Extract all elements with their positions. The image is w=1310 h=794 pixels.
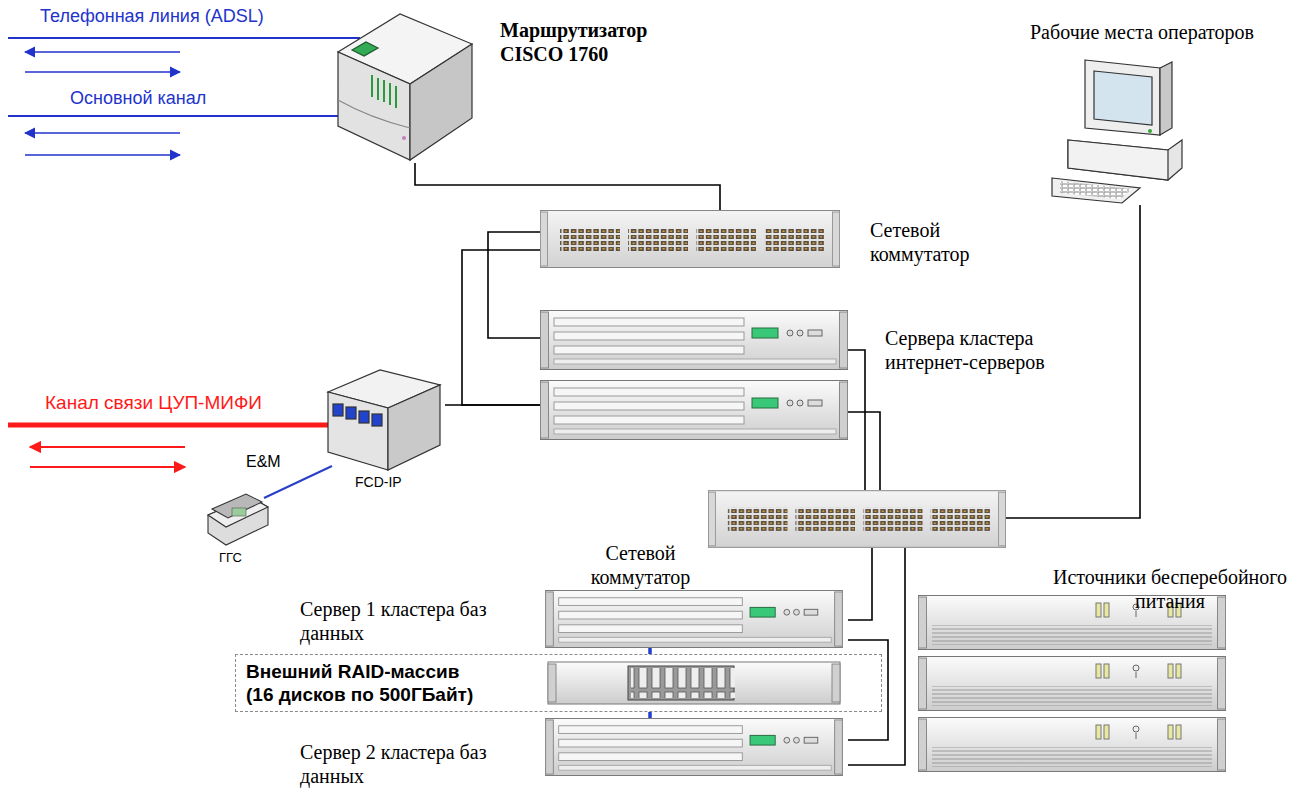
node-label: Сервер 2 кластера баз данных [300, 740, 510, 788]
node-label: Источники бесперебойного питания [1040, 565, 1300, 613]
node-label: Сервер 1 кластера баз данных [300, 597, 510, 645]
network-link [848, 412, 880, 490]
network-node: Маршрутизатор CISCO 1760 [335, 8, 475, 163]
raid-illustration [548, 662, 840, 704]
network-node: ГГС [205, 490, 268, 545]
node-label: Маршрутизатор CISCO 1760 [500, 18, 670, 66]
network-link [848, 548, 872, 620]
link-label: E&M [244, 452, 283, 471]
network-link [462, 250, 540, 405]
phone-illustration [208, 494, 268, 545]
network-node: Внешний RAID-массив (16 дисков по 500ГБа… [235, 654, 882, 712]
network-link [648, 712, 652, 718]
node-label: Сервера кластера интернет-серверов [885, 326, 1060, 374]
node-label: Сетевой коммутатор [578, 541, 703, 589]
ups-illustrations [919, 596, 1226, 772]
network-link [445, 404, 540, 406]
network-node: FCD-IP [320, 368, 445, 470]
network-link [848, 350, 865, 490]
network-link [415, 163, 720, 210]
workstation-illustration [1052, 60, 1182, 203]
node-label: Сетевой коммутатор [870, 218, 985, 266]
node-label: Внешний RAID-массив (16 дисков по 500ГБа… [246, 661, 482, 707]
node-label: Рабочие места операторов [1030, 20, 1254, 44]
switch-illustrations [541, 211, 1006, 548]
network-node: Рабочие места операторов [1052, 55, 1182, 205]
network-link [488, 232, 540, 338]
channel-label: Канал связи ЦУП-МИФИ [45, 392, 262, 415]
node-label: FCD-IP [355, 474, 402, 491]
node-label: ГГС [219, 550, 242, 566]
network-link [848, 640, 888, 740]
channel-label: Телефонная линия (ADSL) [40, 6, 264, 28]
network-node: Источники бесперебойного питания [918, 595, 1226, 773]
fcd-ip-illustration [328, 370, 440, 470]
network-node: Сервер 1 кластера баз данных [540, 590, 848, 648]
network-node: Сервера кластера интернет-серверов [540, 310, 848, 440]
network-link [848, 548, 905, 765]
channel-label: Основной канал [70, 88, 206, 110]
network-node: Сетевой коммутатор [708, 490, 1006, 548]
network-node: Сетевой коммутатор [540, 210, 840, 268]
router-illustration [338, 14, 472, 160]
incoming-lines [8, 38, 360, 467]
network-node: Сервер 2 кластера баз данных [540, 718, 848, 776]
